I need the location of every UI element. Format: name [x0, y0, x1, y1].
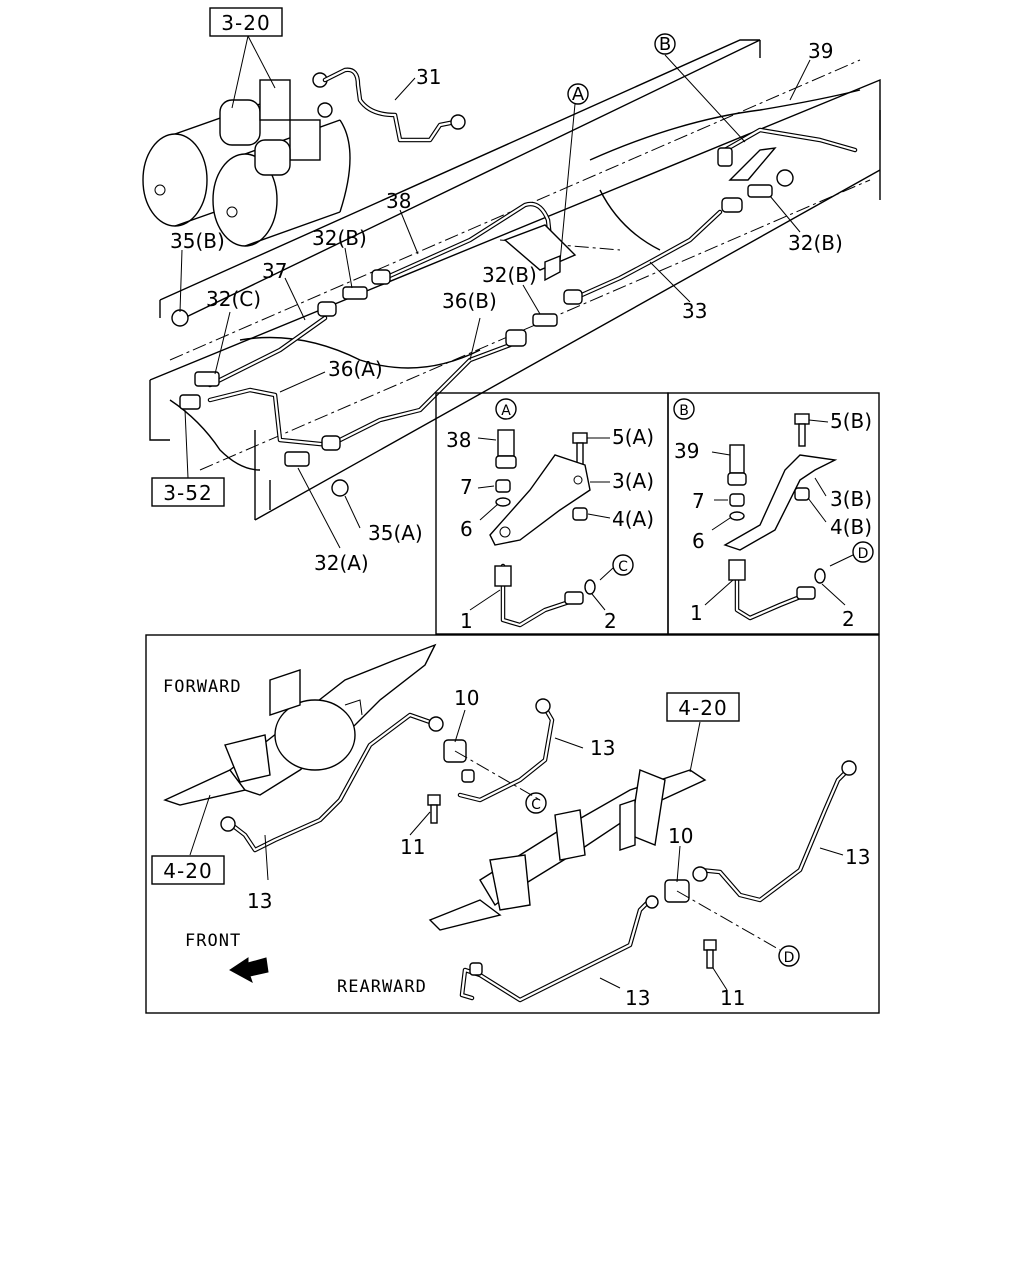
tee-10-right	[664, 879, 781, 969]
leader-lines-bottom	[189, 709, 844, 991]
label-forward: FORWARD	[163, 677, 242, 697]
bottom-panel	[145, 634, 880, 1014]
fitting-32b-right	[747, 184, 773, 198]
detail-box-b: B D 5(B) 39 7 3(B) 6 4	[667, 392, 880, 635]
detail-a-label-4a: 4(A)	[612, 507, 654, 531]
detail-b-label-3b: 3(B)	[830, 487, 872, 511]
label-36b: 36(B)	[442, 289, 497, 313]
fitting-left-tee	[179, 394, 201, 410]
label-32a: 32(A)	[314, 551, 369, 575]
label-33: 33	[682, 299, 707, 323]
fitting-32b-upper	[342, 286, 368, 300]
svg-text:B: B	[679, 403, 689, 419]
air-dryer-valve	[219, 72, 333, 176]
leader-lines-top	[179, 35, 811, 549]
pipe-31	[322, 67, 466, 143]
detail-a-label-2: 2	[604, 609, 617, 633]
svg-text:3-52: 3-52	[163, 481, 212, 505]
label-36a: 36(A)	[328, 357, 383, 381]
detail-a-label-38: 38	[446, 428, 471, 452]
marker-b-top: B	[654, 33, 676, 55]
svg-text:4-20: 4-20	[678, 696, 727, 720]
forward-axle	[163, 643, 437, 806]
label-13-upper-left: 13	[590, 736, 615, 760]
detail-b-label-39: 39	[674, 439, 699, 463]
svg-text:D: D	[784, 950, 795, 966]
detail-b-label-2: 2	[842, 607, 855, 631]
label-32b-mid: 32(B)	[482, 263, 537, 287]
pipe-13-right	[692, 760, 857, 903]
nut-35b	[171, 309, 189, 327]
svg-text:C: C	[531, 797, 541, 813]
label-38: 38	[386, 189, 411, 213]
detail-a-label-5a: 5(A)	[612, 425, 654, 449]
detail-a-label-1: 1	[460, 609, 473, 633]
label-37: 37	[262, 259, 287, 283]
label-39: 39	[808, 39, 833, 63]
svg-text:4-20: 4-20	[163, 859, 212, 883]
label-32b-upper: 32(B)	[312, 226, 367, 250]
rearward-axle	[428, 769, 707, 931]
pipe-13-bottom	[459, 895, 659, 1003]
detail-b-label-1: 1	[690, 601, 703, 625]
svg-text:C: C	[618, 559, 628, 575]
detail-b-label-4b: 4(B)	[830, 515, 872, 539]
marker-a-top: A	[567, 83, 589, 105]
label-rearward: REARWARD	[337, 977, 427, 997]
label-11-left: 11	[400, 835, 425, 859]
ref-box-4-20-right: 4-20	[666, 692, 740, 722]
label-front: FRONT	[185, 931, 241, 951]
fitting-32c	[194, 371, 220, 387]
pipe-39	[717, 127, 858, 187]
fitting-32a	[284, 451, 310, 467]
label-10-right: 10	[668, 824, 693, 848]
svg-text:D: D	[858, 546, 869, 562]
pipe-13-upper-left	[457, 698, 555, 803]
detail-a-label-7: 7	[460, 475, 473, 499]
label-13-right: 13	[845, 845, 870, 869]
label-32c: 32(C)	[206, 287, 261, 311]
label-10-left: 10	[454, 686, 479, 710]
label-31: 31	[416, 65, 441, 89]
svg-text:B: B	[659, 34, 671, 55]
ref-box-4-20-left: 4-20	[151, 855, 225, 885]
pipe-13-lower-left	[220, 712, 444, 853]
label-11-right: 11	[720, 986, 745, 1010]
marker-d-bottom: D	[778, 945, 800, 967]
label-13-lower-left: 13	[247, 889, 272, 913]
marker-c-bottom: C	[525, 792, 547, 814]
detail-box-a: A C 38 5(A) 7 3(A)	[435, 392, 669, 635]
bracket-a-top	[503, 224, 577, 282]
label-35b: 35(B)	[170, 229, 225, 253]
label-13-bottom: 13	[625, 986, 650, 1010]
svg-text:A: A	[501, 403, 511, 419]
pipe-33	[563, 197, 743, 305]
fitting-32b-mid	[532, 313, 558, 327]
detail-a-label-3a: 3(A)	[612, 469, 654, 493]
detail-b-label-6: 6	[692, 529, 705, 553]
detail-a-label-6: 6	[460, 517, 473, 541]
detail-b-label-5b: 5(B)	[830, 409, 872, 433]
label-32b-right: 32(B)	[788, 231, 843, 255]
ref-box-3-52: 3-52	[151, 477, 225, 507]
label-35a: 35(A)	[368, 521, 423, 545]
svg-text:A: A	[572, 84, 585, 105]
front-arrow-icon	[229, 957, 269, 984]
svg-text:3-20: 3-20	[221, 11, 270, 35]
pipe-36	[207, 329, 527, 451]
pipe-37	[207, 301, 337, 388]
detail-b-label-7: 7	[692, 489, 705, 513]
tee-10-left	[427, 739, 541, 824]
nut-35a	[331, 479, 349, 497]
ref-box-3-20: 3-20	[209, 7, 283, 37]
